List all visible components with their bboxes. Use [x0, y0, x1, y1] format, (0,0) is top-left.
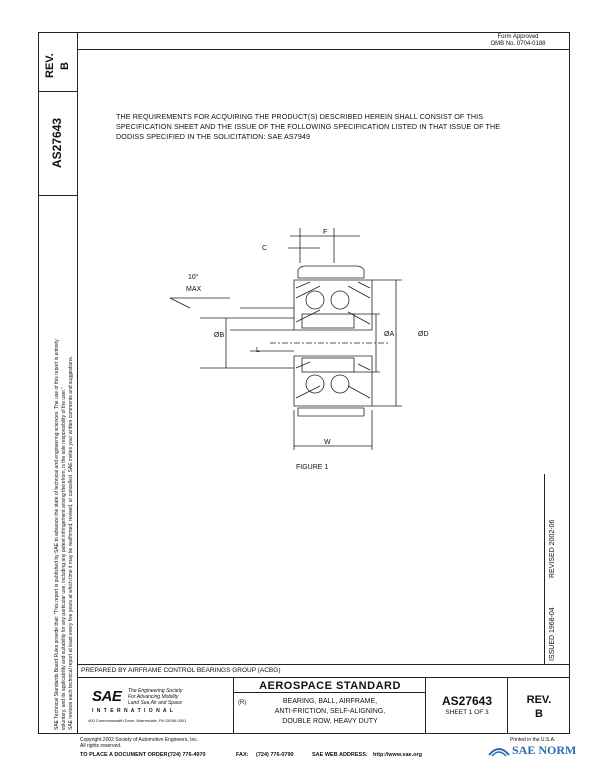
page-frame	[38, 32, 570, 734]
standard-title-cell	[234, 678, 426, 734]
requirements-line-3: DODISS SPECIFIED IN THE SOLICITATION: SA…	[116, 132, 311, 141]
issued-date: ISSUED 1968-04	[549, 607, 556, 661]
fax-phone: (724) 776-0790	[256, 752, 294, 758]
figure-label-angle: 10°	[188, 274, 199, 281]
sheet-number: SHEET 1 OF 3	[445, 709, 489, 716]
left-rev-box	[38, 32, 78, 92]
sae-tagline-3: Land Sea Air and Space	[128, 700, 183, 706]
disclaimer-line-2: voluntary, and its applicability and sui…	[61, 387, 67, 730]
rights-reserved: All rights reserved.	[80, 743, 122, 749]
left-column-divider	[77, 32, 78, 734]
figure-caption: FIGURE 1	[296, 464, 329, 471]
standard-title-underline	[234, 692, 426, 693]
sae-tagline-1: The Engineering Society	[128, 688, 183, 694]
disclaimer-line-3: SAE reviews each technical report at lea…	[68, 356, 74, 730]
title-rev-label: REV.	[526, 694, 552, 706]
figure-label-d: ØD	[418, 331, 429, 338]
sae-norm-watermark-icon	[488, 748, 510, 757]
sae-address: 400 Commonwealth Drive, Warrendale, PA 1…	[88, 718, 187, 723]
figure-label-l: L	[256, 347, 260, 354]
doc-number-cell	[426, 678, 508, 734]
figure-label-w: W	[324, 439, 331, 446]
description-line-3: DOUBLE ROW, HEAVY DUTY	[282, 718, 378, 725]
standard-title: AEROSPACE STANDARD	[259, 680, 401, 692]
order-label: TO PLACE A DOCUMENT ORDER:	[80, 752, 170, 758]
web-label: SAE WEB ADDRESS:	[312, 752, 368, 758]
figure-label-max: MAX	[186, 286, 202, 293]
copyright: Copyright 2002 Society of Automotive Eng…	[80, 737, 199, 743]
figure-label-c: C	[262, 245, 268, 252]
left-doc-number: AS27643	[50, 117, 64, 168]
sae-logo: SAE	[92, 688, 122, 705]
sae-norm-watermark: SAE NORM	[512, 743, 577, 757]
title-doc-number: AS27643	[441, 694, 493, 708]
left-rev-value: B	[59, 62, 71, 70]
description-line-1: BEARING, BALL, AIRFRAME,	[282, 698, 378, 705]
disclaimer-line-1: SAE Technical Standards Board Rules prov…	[54, 339, 60, 730]
requirements-line-2: SPECIFICATION SHEET AND THE ISSUE OF THE…	[116, 122, 501, 131]
sae-tagline-2: For Advancing Mobility	[128, 694, 179, 700]
figure-label-b: ØB	[214, 332, 225, 339]
order-phone: (724) 776-4970	[168, 752, 206, 758]
sae-logo-cell	[78, 678, 234, 734]
description-line-2: ANTI-FRICTION, SELF-ALIGNING,	[274, 708, 386, 715]
prepared-by-row	[78, 664, 570, 678]
left-docnum-box	[38, 92, 78, 196]
revised-date: REVISED 2002-06	[549, 519, 556, 578]
web-address: http://www.sae.org	[373, 752, 422, 758]
left-rev-label: REV.	[44, 53, 56, 78]
fax-label: FAX:	[236, 752, 249, 758]
omb-number: OMB No. 0704-0188	[490, 41, 546, 47]
requirements-line-1: THE REQUIREMENTS FOR ACQUIRING THE PRODU…	[116, 112, 484, 121]
figure-label-f: F	[323, 229, 328, 236]
bearing-figure	[170, 228, 402, 450]
title-rev-value: B	[535, 708, 543, 720]
sae-international: I N T E R N A T I O N A L	[92, 708, 174, 714]
form-approved-box	[78, 32, 570, 50]
figure-label-a: ØA	[384, 331, 395, 338]
issue-strip-divider	[544, 474, 545, 664]
form-approved: Form Approved	[497, 34, 539, 40]
registered-mark: (R)	[238, 700, 247, 706]
printed-in: Printed in the U.S.A.	[510, 737, 556, 743]
prepared-by: PREPARED BY AIRFRAME CONTROL BEARINGS GR…	[81, 667, 281, 674]
